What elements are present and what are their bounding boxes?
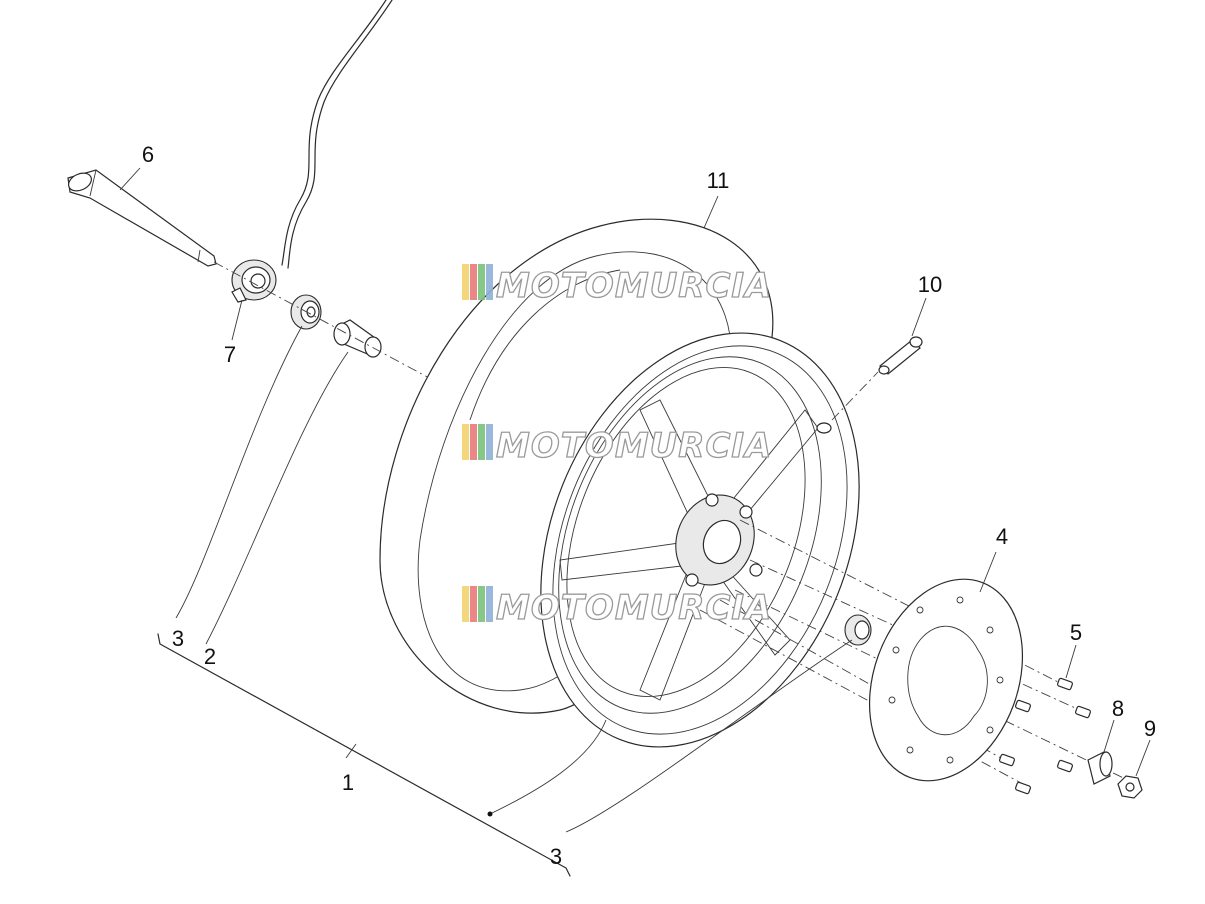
nut-part — [1117, 775, 1143, 799]
watermark-top: MOTOMURCIA — [462, 264, 772, 307]
rim-part — [540, 332, 860, 748]
axle-part — [67, 169, 217, 267]
disc-screws-part — [999, 677, 1091, 795]
watermark-text: MOTOMURCIA — [496, 426, 772, 466]
speedometer-drive-part — [231, 259, 277, 303]
watermark-text: MOTOMURCIA — [496, 266, 772, 306]
callout-6: 6 — [142, 142, 154, 167]
spacer-part — [333, 319, 382, 358]
valve-part — [878, 336, 923, 375]
watermark-middle: MOTOMURCIA — [462, 424, 772, 467]
callout-5: 5 — [1070, 620, 1082, 645]
callout-7: 7 — [224, 342, 236, 367]
callout-11: 11 — [707, 168, 730, 193]
speedometer-cable — [281, 0, 387, 266]
callout-9: 9 — [1144, 716, 1156, 741]
brake-disc-part — [868, 578, 1024, 782]
spacer-right-part — [1087, 751, 1113, 785]
callout-4: 4 — [996, 524, 1008, 549]
callout-3-right: 3 — [550, 844, 562, 869]
callout-2: 2 — [204, 644, 216, 669]
callout-10: 10 — [918, 272, 942, 297]
callout-3-left: 3 — [172, 626, 184, 651]
bearing-right-part — [844, 614, 872, 646]
callout-8: 8 — [1112, 696, 1124, 721]
watermark-text: MOTOMURCIA — [496, 588, 772, 628]
watermark-bottom: MOTOMURCIA — [462, 586, 772, 629]
callout-1: 1 — [342, 770, 354, 795]
